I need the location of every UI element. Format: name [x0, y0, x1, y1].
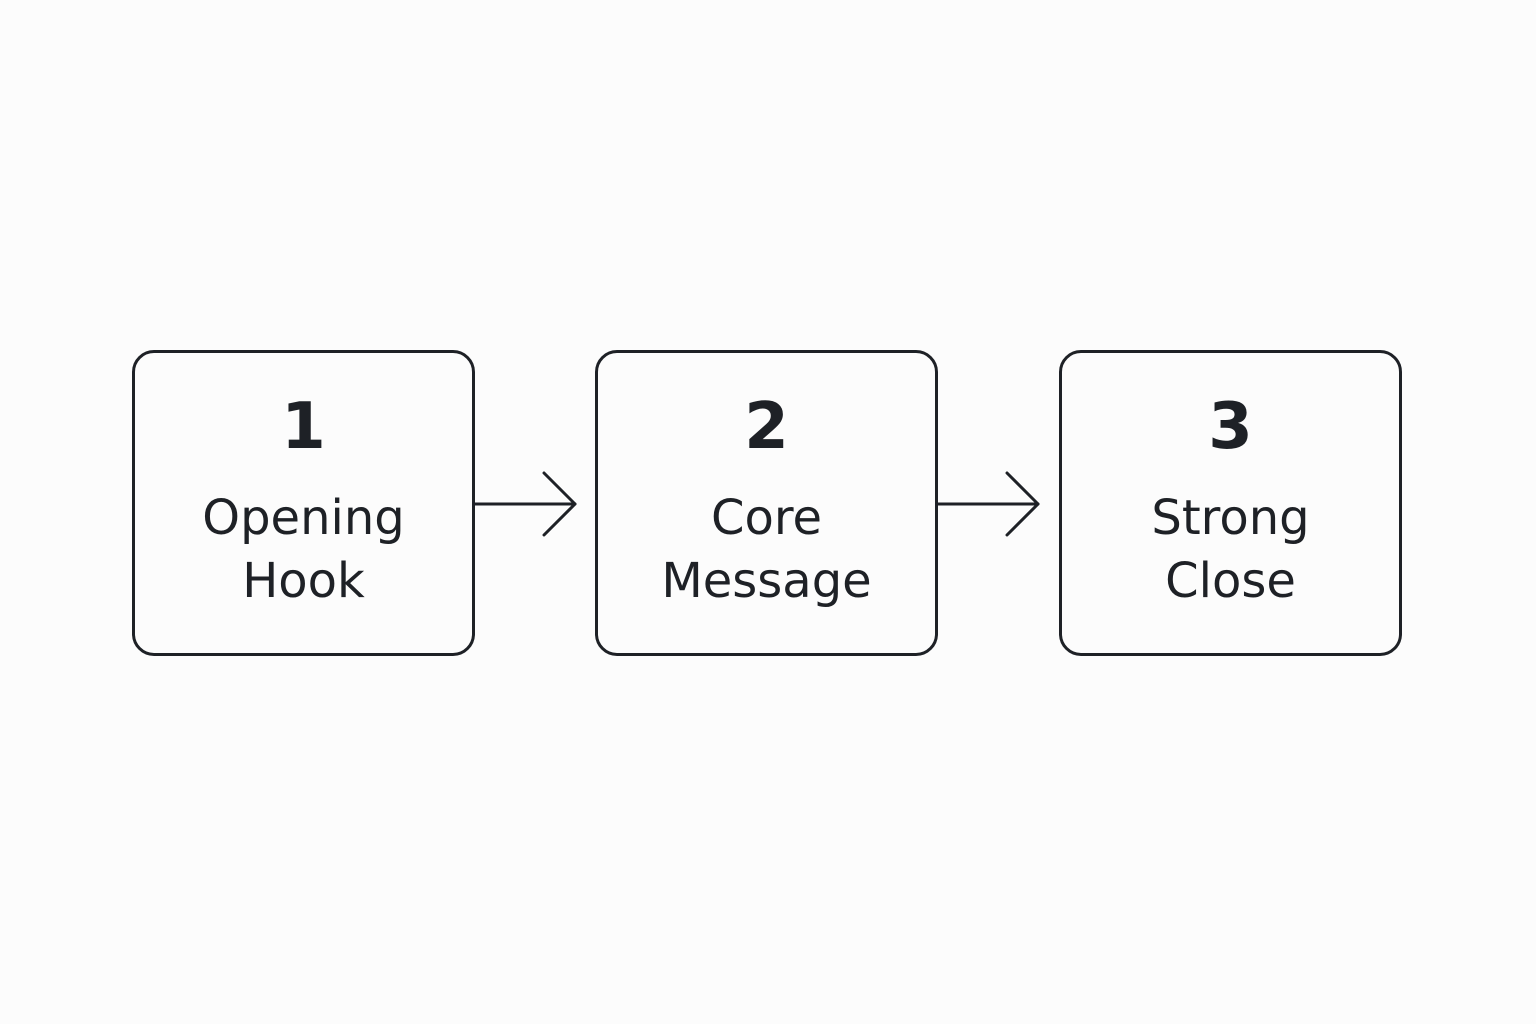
- step-label-line: Strong: [1151, 490, 1310, 546]
- step-label-line: Core: [710, 490, 823, 546]
- step-box-core-message: 2 Core Message: [595, 350, 938, 656]
- step-label-line: Close: [1165, 553, 1296, 609]
- step-label-line: Hook: [242, 553, 365, 609]
- step-box-strong-close: 3 Strong Close: [1059, 350, 1402, 656]
- step-number: 2: [744, 390, 789, 464]
- step-label: Core Message: [598, 487, 935, 613]
- step-label-line: Opening: [202, 490, 405, 546]
- step-label: Opening Hook: [135, 487, 472, 613]
- step-number: 3: [1208, 390, 1253, 464]
- step-label-line: Message: [661, 553, 872, 609]
- arrow-right-icon: [937, 471, 1040, 537]
- step-box-opening-hook: 1 Opening Hook: [132, 350, 475, 656]
- step-number: 1: [281, 390, 326, 464]
- arrow-right-icon: [474, 471, 577, 537]
- step-label: Strong Close: [1062, 487, 1399, 613]
